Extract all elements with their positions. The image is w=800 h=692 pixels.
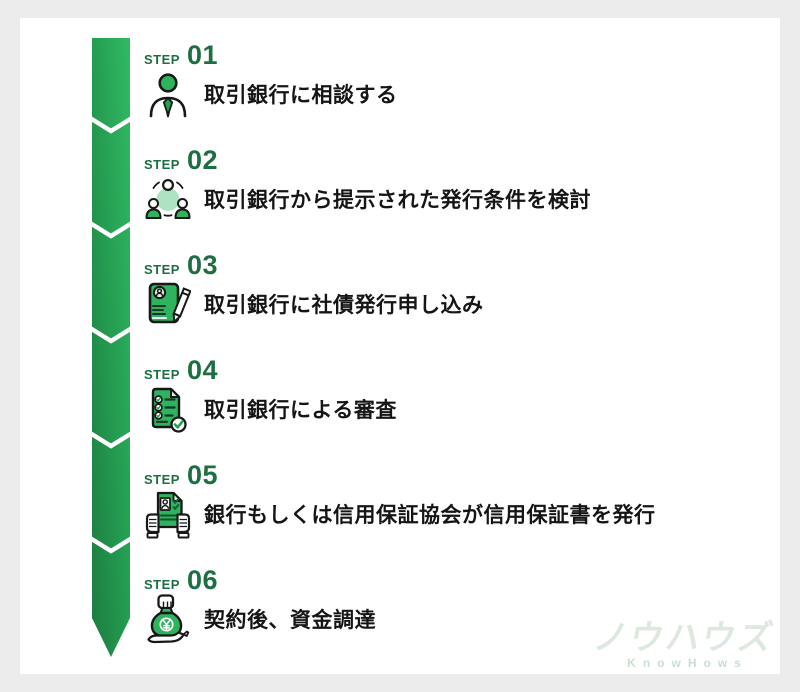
application-form-icon [144, 279, 192, 329]
step-title: 契約後、資金調達 [204, 609, 376, 632]
step-label: STEP 06 [144, 565, 744, 595]
step-word: STEP [144, 52, 180, 67]
content-card: STEP 01 取引銀行に相談する STEP 02 [20, 18, 780, 674]
chevron-separator [92, 431, 130, 449]
step-number: 03 [186, 250, 219, 280]
step-row: STEP 06 契約後、資金調達 [144, 565, 744, 644]
step-label: STEP 04 [144, 355, 744, 385]
meeting-icon [144, 174, 192, 224]
step-number: 02 [186, 145, 219, 175]
step-word: STEP [144, 262, 180, 277]
chevron-separator [92, 221, 130, 239]
businessman-icon [144, 69, 192, 119]
step-title: 銀行もしくは信用保証協会が信用保証書を発行 [204, 504, 656, 527]
step-row: STEP 01 取引銀行に相談する [144, 40, 744, 119]
step-number: 06 [186, 565, 219, 595]
step-row: STEP 05 [144, 460, 744, 539]
chevron-separator [92, 536, 130, 554]
step-label: STEP 01 [144, 40, 744, 70]
step-word: STEP [144, 367, 180, 382]
step-number: 04 [186, 355, 219, 385]
step-title: 取引銀行による審査 [204, 399, 397, 422]
step-number: 05 [186, 460, 219, 490]
step-word: STEP [144, 472, 180, 487]
chevron-separator [92, 326, 130, 344]
step-row: STEP 02 取引銀行から提示された発行条件を検討 [144, 145, 744, 224]
knowhows-logo: ノウハウズ KnowHows [590, 619, 778, 670]
step-row: STEP 03 取引銀行に社債発行申し [144, 250, 744, 329]
step-title: 取引銀行に社債発行申し込み [204, 294, 484, 317]
step-row: STEP 04 取引銀行による審査 [144, 355, 744, 434]
logo-subtitle: KnowHows [627, 656, 748, 670]
chevron-separator [92, 116, 130, 134]
step-label: STEP 05 [144, 460, 744, 490]
step-title: 取引銀行から提示された発行条件を検討 [204, 189, 591, 212]
money-bag-hand-icon [144, 594, 192, 644]
logo-wordmark: ノウハウズ [590, 619, 778, 657]
screening-checklist-icon [144, 384, 192, 434]
step-number: 01 [186, 40, 219, 70]
step-title: 取引銀行に相談する [204, 84, 398, 107]
step-label: STEP 03 [144, 250, 744, 280]
step-label: STEP 02 [144, 145, 744, 175]
step-word: STEP [144, 157, 180, 172]
guarantee-certificate-icon [144, 489, 192, 539]
step-word: STEP [144, 577, 180, 592]
process-arrow [92, 38, 130, 657]
